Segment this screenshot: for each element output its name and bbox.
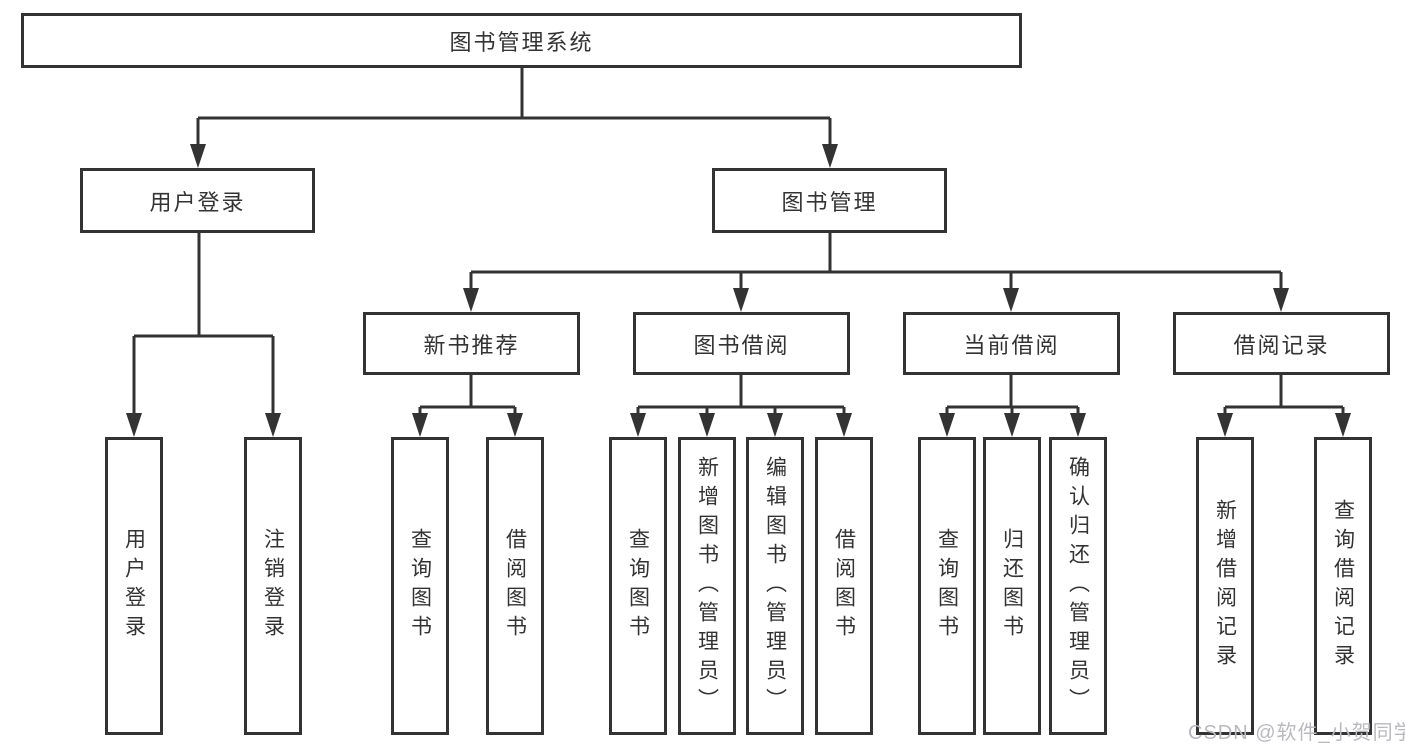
leaf-query-books-current: 查询图书 xyxy=(918,437,976,735)
leaf-edit-books-admin: 编辑图书（管理员） xyxy=(746,437,804,735)
connector-book-management-children xyxy=(463,231,1289,312)
connector-new-book-recommend-children xyxy=(412,373,523,437)
leaf-confirm-return-admin-label: 确认归还（管理员） xyxy=(1066,455,1090,717)
node-library-system: 图书管理系统 xyxy=(21,13,1022,68)
node-user-login: 用户登录 xyxy=(80,168,315,233)
node-current-borrow: 当前借阅 xyxy=(903,312,1120,375)
node-borrow-records-label: 借阅记录 xyxy=(1233,332,1330,358)
leaf-query-borrow-record: 查询借阅记录 xyxy=(1314,437,1372,735)
node-book-borrow: 图书借阅 xyxy=(633,312,850,375)
leaf-return-books-label: 归还图书 xyxy=(1000,528,1024,644)
leaf-query-books-recommend-label: 查询图书 xyxy=(408,528,432,644)
leaf-query-books-borrow-label: 查询图书 xyxy=(626,528,650,644)
connector-root-to-level2 xyxy=(190,66,838,168)
leaf-query-borrow-record-label: 查询借阅记录 xyxy=(1331,499,1355,673)
leaf-logout-login: 注销登录 xyxy=(244,437,302,735)
node-user-login-label: 用户登录 xyxy=(149,189,246,215)
connector-borrow-records-children xyxy=(1217,373,1351,437)
leaf-confirm-return-admin: 确认归还（管理员） xyxy=(1049,437,1107,735)
connector-current-borrow-children xyxy=(939,373,1086,437)
csdn-watermark: CSDN @软件_小贺同学 xyxy=(1188,722,1405,744)
leaf-add-books-admin-label: 新增图书（管理员） xyxy=(695,455,719,717)
connector-user-login-children xyxy=(126,231,281,437)
leaf-add-borrow-record: 新增借阅记录 xyxy=(1196,437,1254,735)
leaf-user-login-label: 用户登录 xyxy=(122,528,146,644)
connector-book-borrow-children xyxy=(630,373,852,437)
leaf-borrow-books: 借阅图书 xyxy=(815,437,873,735)
leaf-query-books-current-label: 查询图书 xyxy=(935,528,959,644)
node-book-management-label: 图书管理 xyxy=(781,189,878,215)
node-book-management: 图书管理 xyxy=(712,168,947,233)
leaf-borrow-books-label: 借阅图书 xyxy=(832,528,856,644)
node-book-borrow-label: 图书借阅 xyxy=(693,332,790,358)
node-new-book-recommend-label: 新书推荐 xyxy=(423,332,520,358)
leaf-logout-login-label: 注销登录 xyxy=(261,528,285,644)
leaf-return-books: 归还图书 xyxy=(983,437,1041,735)
leaf-edit-books-admin-label: 编辑图书（管理员） xyxy=(763,455,787,717)
node-current-borrow-label: 当前借阅 xyxy=(963,332,1060,358)
leaf-query-books-borrow: 查询图书 xyxy=(609,437,667,735)
leaf-add-borrow-record-label: 新增借阅记录 xyxy=(1213,499,1237,673)
node-new-book-recommend: 新书推荐 xyxy=(363,312,580,375)
node-library-system-label: 图书管理系统 xyxy=(449,29,594,55)
leaf-borrow-books-recommend: 借阅图书 xyxy=(486,437,544,735)
leaf-user-login: 用户登录 xyxy=(105,437,163,735)
node-borrow-records: 借阅记录 xyxy=(1173,312,1390,375)
leaf-query-books-recommend: 查询图书 xyxy=(391,437,449,735)
leaf-add-books-admin: 新增图书（管理员） xyxy=(678,437,736,735)
leaf-borrow-books-recommend-label: 借阅图书 xyxy=(503,528,527,644)
